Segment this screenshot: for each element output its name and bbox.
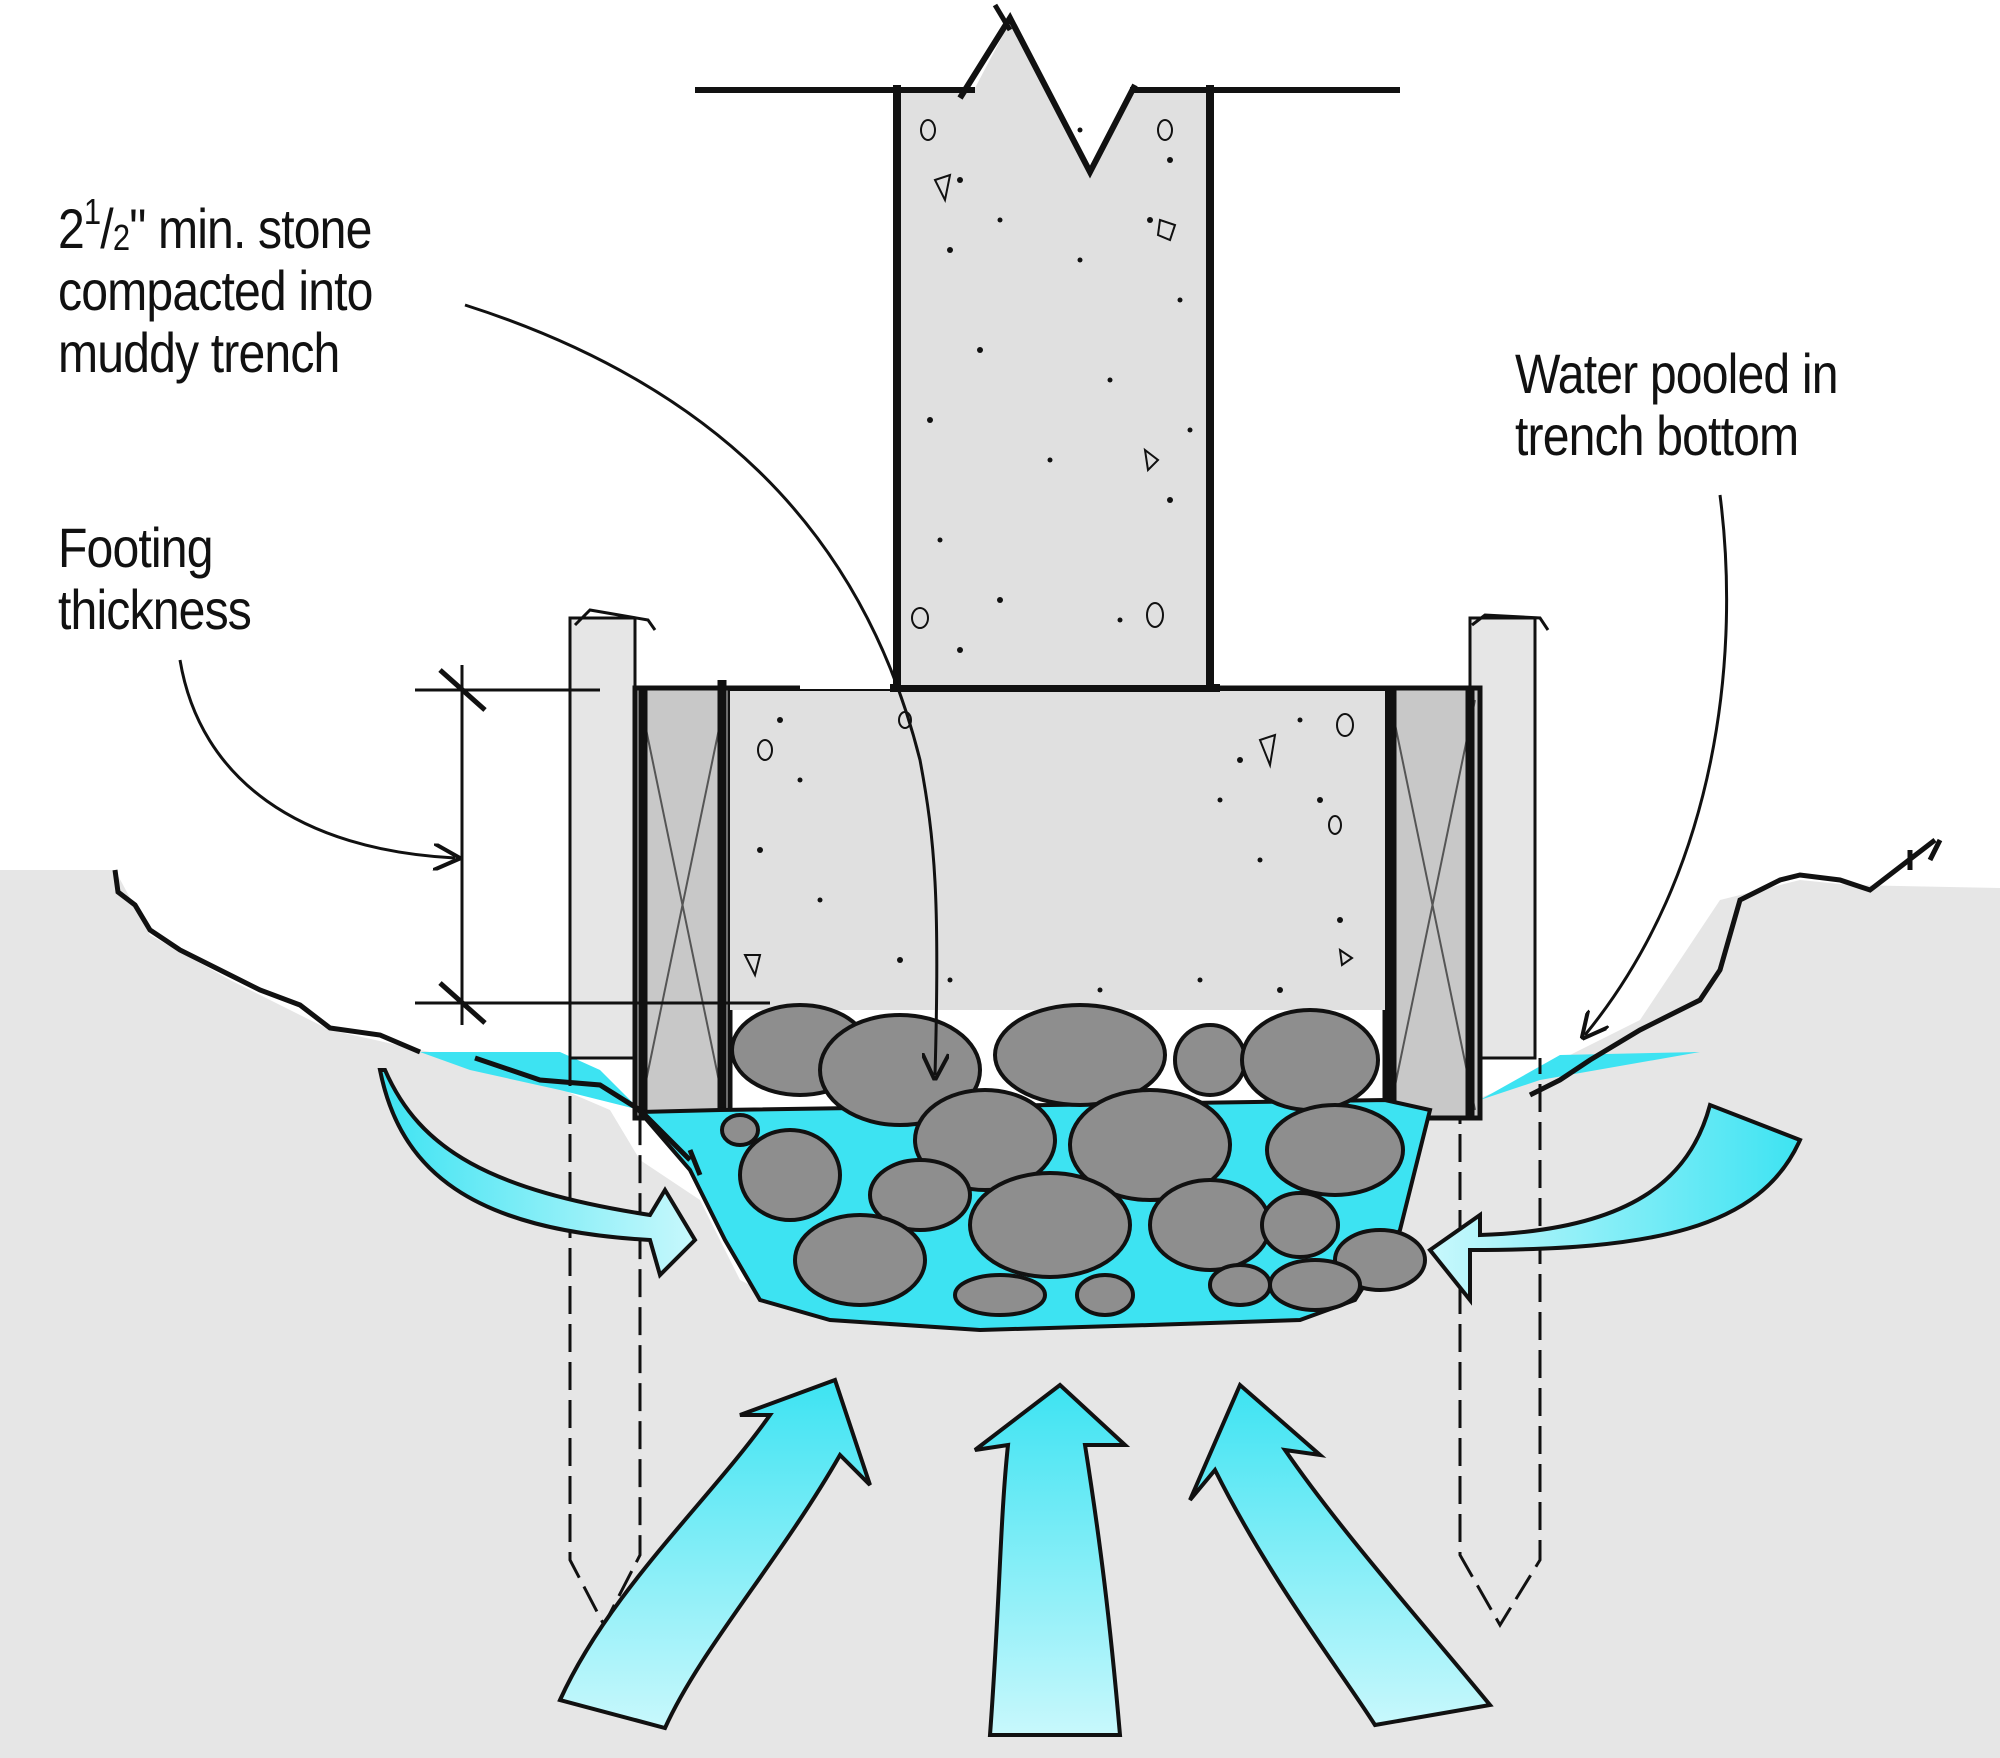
tick-icon — [438, 981, 487, 1025]
tick-icon — [438, 668, 487, 712]
label-stone: 21/2" min. stone compacted into muddy tr… — [58, 194, 373, 384]
stone-size-numerator: 1 — [83, 191, 101, 232]
label-water-line1: Water pooled in — [1515, 342, 1838, 405]
leader-stone — [464, 303, 937, 1075]
stone-size-slash: / — [100, 197, 113, 260]
dimension-footing-thickness — [415, 665, 770, 1025]
stone-size-denominator: 2 — [112, 217, 130, 258]
label-footing-line1: Footing — [58, 516, 213, 579]
leader-water — [1585, 494, 1729, 1035]
label-water-pooled: Water pooled in trench bottom — [1515, 343, 1838, 467]
label-footing-line2: thickness — [58, 578, 252, 641]
form-board-right — [1382, 685, 1483, 1121]
arrow-icon — [377, 1068, 1803, 1737]
concrete-aggregate — [743, 119, 1354, 978]
stone-size-whole: 2 — [58, 197, 85, 260]
label-stone-line3: muddy trench — [58, 321, 340, 384]
concrete-speckle — [757, 127, 1343, 993]
label-footing-thickness: Footing thickness — [58, 516, 252, 641]
footing-concrete — [730, 690, 1385, 1010]
leader-footing — [178, 659, 455, 858]
ground-line-right — [1528, 838, 1937, 1098]
form-board-left — [632, 680, 733, 1121]
foundation-wall — [897, 18, 1210, 685]
label-stone-line2: compacted into — [58, 259, 373, 322]
label-stone-line1: 21/2" min. stone — [58, 194, 373, 260]
stone-size-rest: " min. stone — [129, 197, 372, 260]
ground-line-left — [112, 869, 421, 1055]
water-pool-left — [420, 1052, 640, 1110]
label-water-line2: trench bottom — [1515, 404, 1799, 467]
stones — [720, 1003, 1427, 1317]
